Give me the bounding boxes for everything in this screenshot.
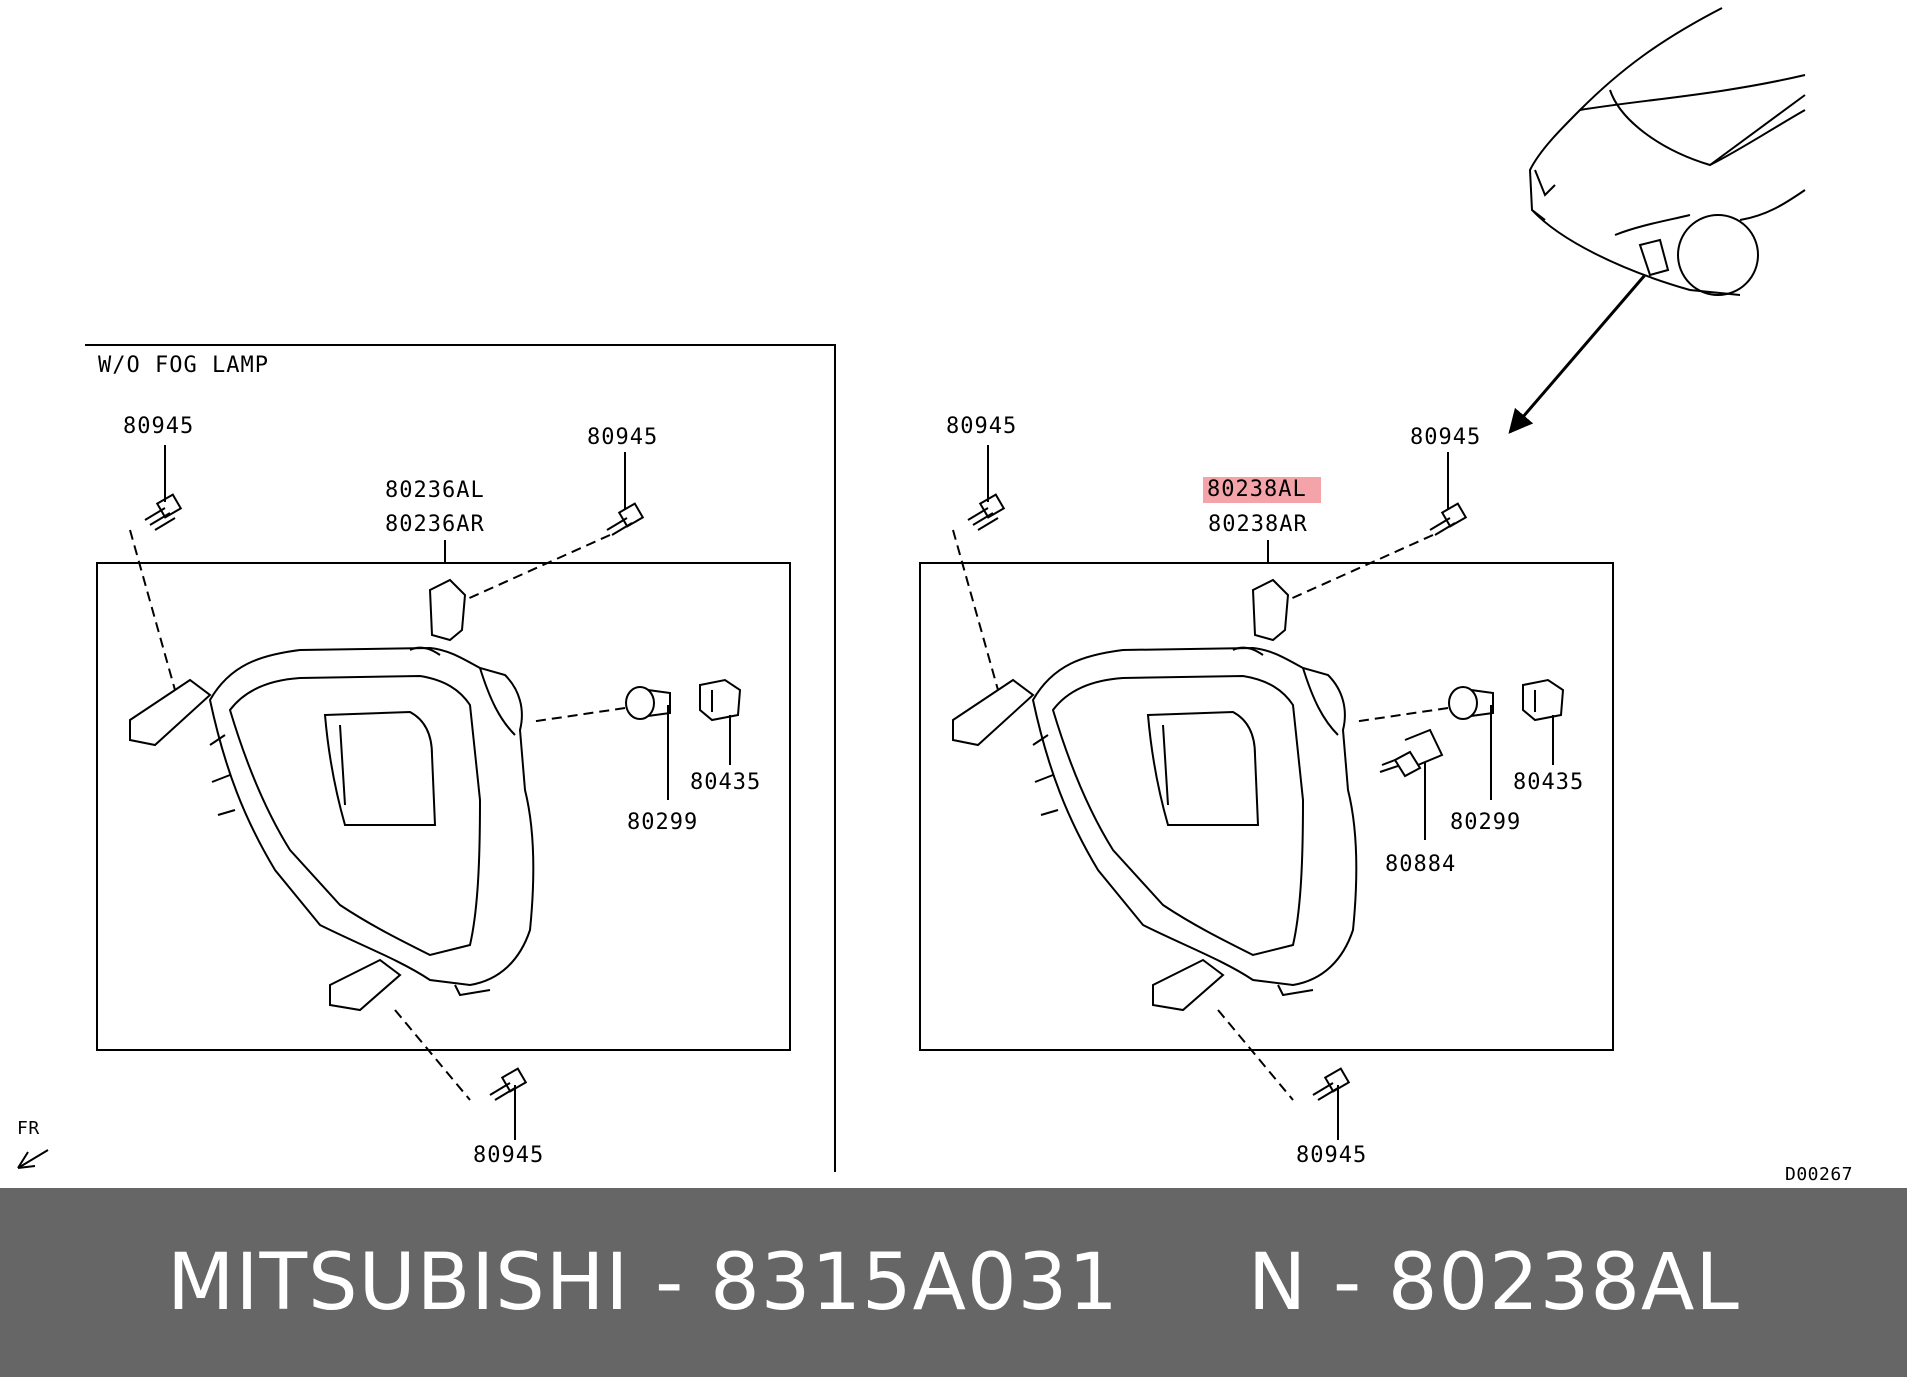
parts-diagram xyxy=(17,7,1806,1172)
right-label-bulb: 80299 xyxy=(1450,810,1522,835)
right-screw-bottom xyxy=(1312,1067,1351,1101)
right-assembly-box xyxy=(919,562,1614,1051)
right-label-assembly-l: 80238AL xyxy=(1203,477,1321,503)
left-label-assembly-l: 80236AL xyxy=(385,478,485,503)
right-label-fog-bulb: 80884 xyxy=(1385,852,1457,877)
left-panel-title: W/O FOG LAMP xyxy=(98,353,269,378)
right-label-screw-top-left: 80945 xyxy=(946,414,1018,439)
right-lamp-assembly xyxy=(952,579,1358,1011)
left-bulb xyxy=(625,686,671,720)
left-screw-top-left xyxy=(144,493,183,531)
left-assembly-box xyxy=(96,562,791,1051)
part-number-footer: MITSUBISHI - 8315A031 N - 80238AL xyxy=(0,1188,1907,1377)
left-label-socket: 80435 xyxy=(690,770,762,795)
left-label-bulb: 80299 xyxy=(627,810,699,835)
right-label-screw-bottom: 80945 xyxy=(1296,1143,1368,1168)
left-label-assembly-r: 80236AR xyxy=(385,512,485,537)
front-direction-label: FR xyxy=(17,1118,40,1139)
diagram-code: D00267 xyxy=(1785,1164,1854,1185)
right-fog-bulb xyxy=(1379,728,1444,778)
left-label-screw-top-left: 80945 xyxy=(123,414,195,439)
left-panel-frame xyxy=(85,344,836,1172)
right-label-assembly-r: 80238AR xyxy=(1208,512,1308,537)
right-screw-top-right xyxy=(1429,502,1468,536)
right-screw-top-left xyxy=(967,493,1006,531)
left-label-screw-bottom: 80945 xyxy=(473,1143,545,1168)
left-label-screw-top-right: 80945 xyxy=(587,425,659,450)
right-label-socket: 80435 xyxy=(1513,770,1585,795)
right-bulb xyxy=(1448,686,1494,720)
left-screw-bottom xyxy=(489,1067,528,1101)
right-label-screw-top-right: 80945 xyxy=(1410,425,1482,450)
left-screw-top-right xyxy=(606,502,645,536)
part-number-text: MITSUBISHI - 8315A031 N - 80238AL xyxy=(167,1237,1740,1328)
left-lamp-assembly xyxy=(129,578,535,1012)
car-front-illustration xyxy=(1528,7,1806,296)
front-direction-icon xyxy=(17,1149,49,1169)
location-arrow xyxy=(1508,274,1647,434)
left-socket xyxy=(699,678,742,722)
right-socket xyxy=(1522,678,1565,722)
